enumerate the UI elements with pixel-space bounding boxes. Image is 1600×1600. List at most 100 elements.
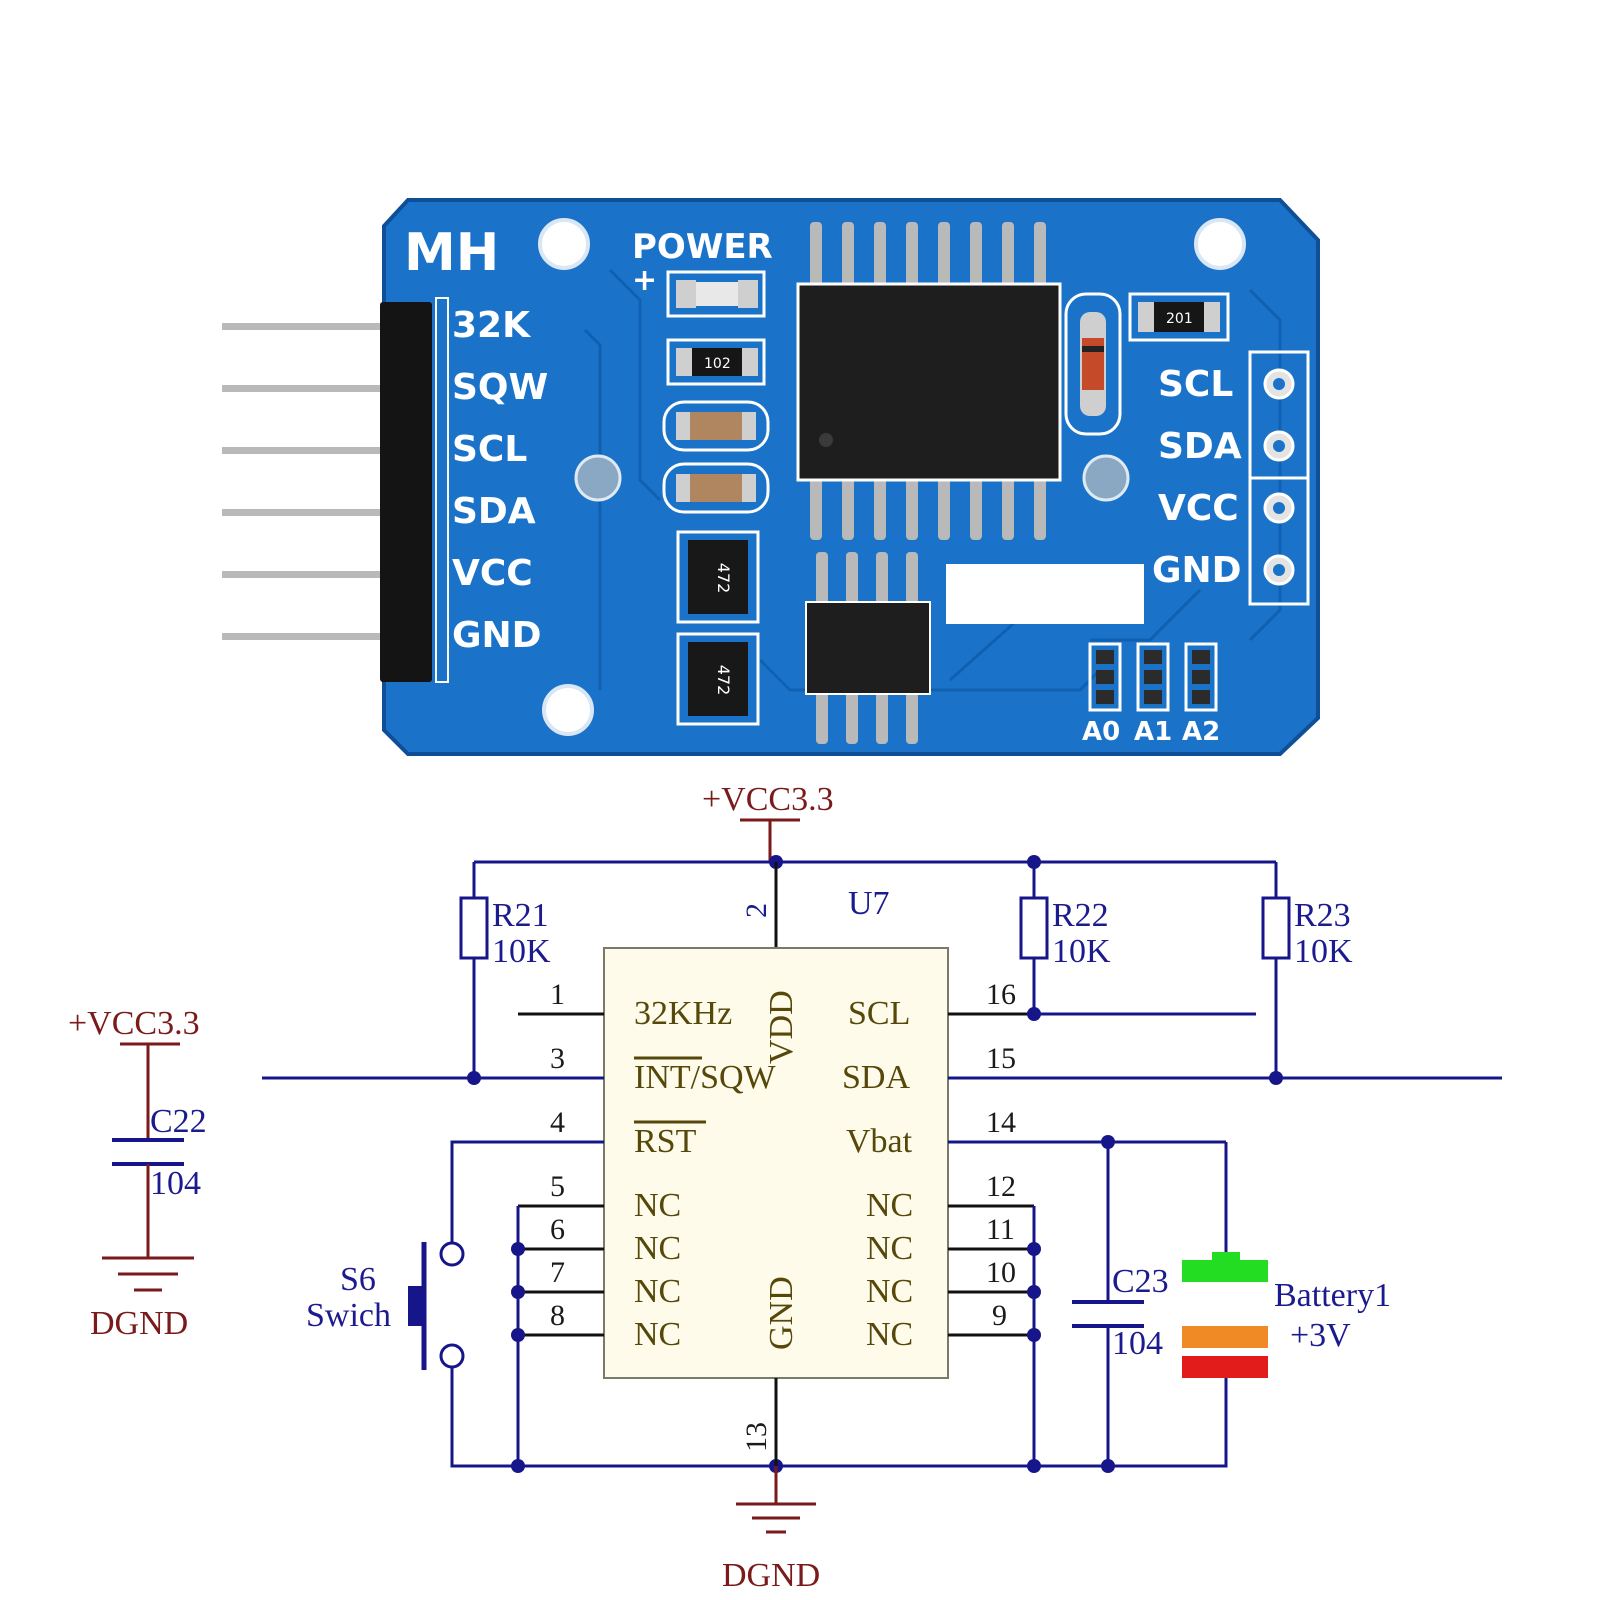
mounting-hole: [538, 218, 590, 270]
ic-pin-name: 32KHz: [634, 995, 732, 1032]
via: [1082, 454, 1130, 502]
battery-1: Battery1 +3V: [1182, 1252, 1391, 1378]
resistor-r22: R22 10K: [1019, 862, 1111, 1012]
power-polarity: +: [632, 263, 657, 298]
left-pin-label: SDA: [452, 491, 536, 532]
left-pin-label: 32K: [452, 305, 531, 346]
eeprom-chip-soic8: [805, 552, 931, 744]
resistor-array-472: 472: [676, 530, 760, 624]
right-pin-label: GND: [1152, 550, 1242, 591]
switch-ref: S6: [340, 1261, 376, 1298]
switch-name: Swich: [306, 1297, 391, 1334]
blank-label-area: [946, 564, 1144, 624]
switch-s6: S6 Swich: [306, 1241, 465, 1370]
brand-label: MH: [404, 223, 499, 283]
pin-number: 4: [550, 1106, 565, 1139]
left-pin-label: SCL: [452, 429, 527, 470]
pin-number: 13: [740, 1422, 773, 1452]
rtc-schematic: +VCC3.3 2 R21 10K R22 10K: [68, 781, 1502, 1594]
mounting-hole: [1194, 218, 1246, 270]
male-pin-header: [222, 323, 422, 640]
right-pin-label: SCL: [1158, 364, 1233, 405]
left-pin-stubs: 1 3 4 5 6 7 8: [518, 978, 604, 1337]
pin-number: 7: [550, 1256, 565, 1289]
capacitor-ref: C22: [150, 1103, 207, 1140]
resistor-code: 472: [714, 563, 733, 594]
resistor-array-472: 472: [676, 632, 760, 726]
right-pin-label: SDA: [1158, 426, 1242, 467]
ic-pin-name: NC: [634, 1230, 681, 1267]
pin-number: 3: [550, 1042, 565, 1075]
ground-label: DGND: [90, 1305, 188, 1342]
resistor-ref: R22: [1052, 897, 1109, 934]
ic-pin-name: NC: [866, 1230, 913, 1267]
pin-number: 16: [986, 978, 1016, 1011]
ic-pin-name: SCL: [848, 995, 910, 1032]
capacitor-value: 104: [150, 1165, 201, 1202]
ic-ref: U7: [848, 885, 890, 922]
resistor-ref: R21: [492, 897, 549, 934]
address-pad-label: A0: [1082, 717, 1120, 747]
pin-number: 9: [992, 1299, 1007, 1332]
ground-label: DGND: [722, 1557, 820, 1594]
resistor-code: 102: [704, 356, 731, 372]
capacitor-c22-network: +VCC3.3 C22 104 DGND: [68, 1005, 207, 1342]
left-pin-label: SQW: [452, 367, 548, 408]
pin-number: 11: [986, 1213, 1015, 1246]
pin-number: 2: [740, 903, 773, 918]
address-pad-label: A1: [1134, 717, 1172, 747]
rtc-chip-soic16: [796, 222, 1062, 540]
pin-number: 5: [550, 1170, 565, 1203]
pin-number: 12: [986, 1170, 1016, 1203]
address-pad-label: A2: [1182, 717, 1220, 747]
ic-gnd-label: GND: [763, 1276, 800, 1350]
ic-pin-name: NC: [634, 1316, 681, 1353]
capacitor-c23: C23 104: [1072, 1142, 1169, 1466]
right-header: [1248, 350, 1310, 606]
resistor-code: 201: [1166, 311, 1193, 327]
supply-label: +VCC3.3: [68, 1005, 200, 1042]
diode: [1064, 292, 1122, 436]
battery-ref: Battery1: [1274, 1277, 1391, 1314]
supply-label: +VCC3.3: [702, 781, 834, 818]
ic-pin-name: Vbat: [846, 1123, 913, 1160]
via: [574, 454, 622, 502]
power-label: POWER: [632, 227, 773, 267]
left-pin-label: GND: [452, 615, 542, 656]
ic-pin-name: NC: [634, 1187, 681, 1224]
resistor-code: 472: [714, 665, 733, 696]
pin-number: 6: [550, 1213, 565, 1246]
rtc-module-board: MH POWER + 32K SQW SCL SDA VCC GND 102: [222, 198, 1320, 756]
resistor-ref: R23: [1294, 897, 1351, 934]
pin-number: 10: [986, 1256, 1016, 1289]
pin-number: 1: [550, 978, 565, 1011]
resistor-value: 10K: [1052, 933, 1111, 970]
left-pin-label: VCC: [452, 553, 533, 594]
ic-pin-name: RST: [634, 1123, 697, 1160]
address-jumper-pads: A0 A1 A2: [1082, 642, 1220, 747]
smd-capacitor: [662, 462, 770, 514]
ground-symbol-bottom: DGND: [722, 1466, 820, 1594]
pin-number: 8: [550, 1299, 565, 1332]
pin-number: 14: [986, 1106, 1016, 1139]
vcc-rail: 2: [474, 855, 1276, 948]
ic-pin-name: INT/SQW: [634, 1059, 777, 1096]
ic-body: [603, 947, 949, 1379]
resistor-r21: R21 10K: [459, 862, 551, 1078]
ic-pin-name: NC: [866, 1187, 913, 1224]
resistor-value: 10K: [492, 933, 551, 970]
left-header-labels: 32K SQW SCL SDA VCC GND: [452, 305, 548, 656]
capacitor-value: 104: [1112, 1325, 1163, 1362]
resistor-201: 201: [1128, 292, 1230, 342]
resistor-102: 102: [666, 338, 766, 386]
battery-value: +3V: [1290, 1317, 1351, 1354]
right-pin-label: VCC: [1158, 488, 1239, 529]
resistor-r23: R23 10K: [1261, 862, 1353, 1078]
vcc-supply-top: +VCC3.3: [702, 781, 834, 862]
ic-u7: U7 VDD GND 32KHz INT/SQW RST NC NC NC NC…: [603, 885, 949, 1379]
right-pin-stubs: 16 15 14 12 11 10 9: [948, 978, 1034, 1337]
right-header-labels: SCL SDA VCC GND: [1152, 364, 1242, 591]
ic-vdd-label: VDD: [763, 990, 800, 1064]
ic-pin-name: NC: [634, 1273, 681, 1310]
